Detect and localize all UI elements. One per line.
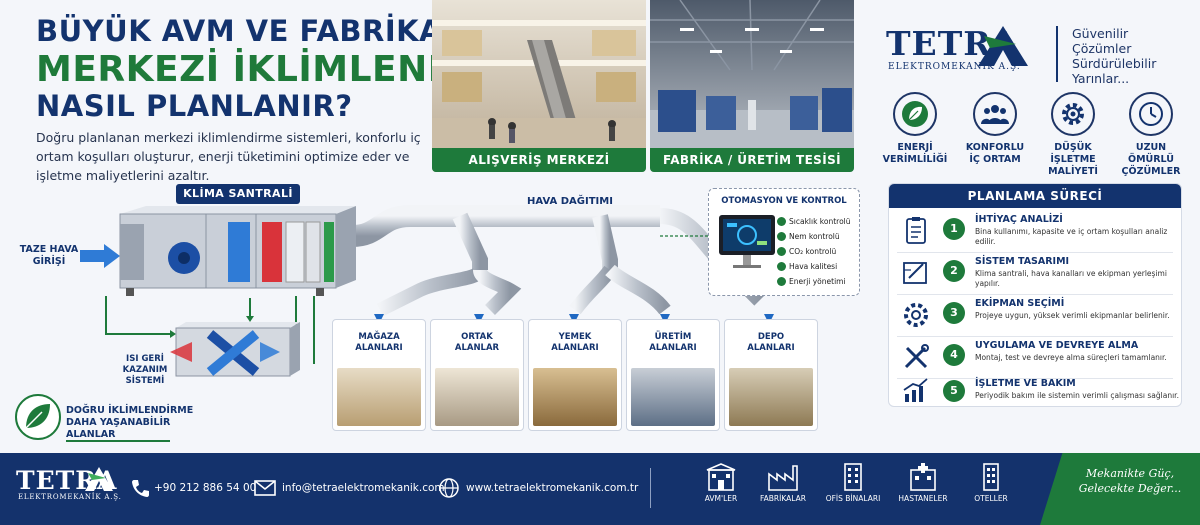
automation-item: CO₂ kontrolü — [777, 247, 836, 256]
check-icon — [777, 217, 786, 226]
process-step-1: 1 İHTİYAÇ ANALİZİ Bina kullanımı, kapasi… — [897, 212, 1177, 250]
planning-process-panel: PLANLAMA SÜRECİ 1 İHTİYAÇ ANALİZİ Bina k… — [888, 183, 1182, 407]
check-icon — [777, 232, 786, 241]
automation-title: OTOMASYON VE KONTROL — [721, 196, 847, 206]
design-icon — [903, 262, 927, 284]
ahu-label: KLİMA SANTRALİ — [176, 184, 300, 204]
sector-hotels: OTELLER — [956, 462, 1026, 503]
mall-building-icon — [706, 463, 736, 491]
factory-illustration — [650, 0, 854, 172]
footer-brand-subtitle: ELEKTROMEKANİK A.Ş. — [18, 493, 122, 501]
air-distribution-label: HAVA DAĞITIMI — [527, 196, 613, 207]
zone-image — [337, 368, 421, 426]
office-building-icon — [844, 463, 862, 491]
footer-phone-link[interactable]: +90 212 886 54 00 — [154, 482, 257, 494]
check-icon — [777, 277, 786, 286]
check-icon — [777, 247, 786, 256]
gear-icon — [904, 303, 928, 327]
automation-item: Nem kontrolü — [777, 232, 840, 241]
zone-image — [631, 368, 715, 426]
air-handling-unit — [119, 206, 356, 296]
step-divider — [897, 378, 1173, 379]
factory-caption: FABRİKA / ÜRETİM TESİSİ — [650, 148, 854, 172]
factory-photo: FABRİKA / ÜRETİM TESİSİ — [650, 0, 854, 172]
zone-image — [533, 368, 617, 426]
footer-website-link[interactable]: www.tetraelektromekanik.com.tr — [466, 482, 639, 494]
email-icon — [254, 480, 276, 496]
footer-divider — [650, 468, 651, 508]
footer-logo-mark — [85, 467, 113, 491]
process-title: PLANLAMA SÜRECİ — [889, 184, 1181, 208]
process-step-3: 3 EKİPMAN SEÇİMİ Projeye uygun, yüksek v… — [897, 296, 1177, 334]
factory-icon — [768, 465, 798, 491]
brand-divider — [1056, 26, 1058, 82]
step-divider — [897, 252, 1173, 253]
thermostat-screen-icon — [719, 215, 775, 268]
hospital-icon — [910, 463, 936, 491]
tools-icon — [904, 344, 929, 369]
heat-recovery-label: ISI GERİ KAZANIM SİSTEMİ — [122, 354, 168, 386]
hotel-icon — [983, 463, 999, 491]
brand-subtitle: ELEKTROMEKANİK A.Ş. — [888, 62, 1021, 72]
footer-bar — [0, 453, 1200, 525]
phone-icon — [132, 480, 149, 497]
automation-item: Hava kalitesi — [777, 262, 837, 271]
fresh-air-label: TAZE HAVA GİRİŞİ — [19, 244, 79, 267]
sector-hospitals: HASTANELER — [888, 462, 958, 503]
automation-item: Sıcaklık kontrolü — [777, 217, 851, 226]
footer-email-link[interactable]: info@tetraelektromekanik.com — [282, 482, 445, 494]
mall-illustration — [432, 0, 646, 172]
growth-chart-icon — [903, 378, 928, 402]
sector-factories: FABRİKALAR — [748, 462, 818, 503]
zone-image — [435, 368, 519, 426]
step-divider — [897, 336, 1173, 337]
green-note-underline — [66, 440, 170, 442]
gear-icon — [1051, 92, 1095, 136]
heat-recovery-unit — [170, 322, 300, 377]
sector-malls: AVM'LER — [686, 462, 756, 503]
sector-offices: OFİS BİNALARI — [818, 462, 888, 503]
footer-slogan-band — [1040, 453, 1200, 525]
footer-slogan: Mekanikte Güç, Gelecekte Değer... — [1078, 467, 1182, 495]
process-step-2: 2 SİSTEM TASARIMI Klima santrali, hava k… — [897, 254, 1177, 292]
leaf-icon — [893, 92, 937, 136]
zone-image — [729, 368, 813, 426]
process-step-4: 4 UYGULAMA VE DEVREYE ALMA Montaj, test … — [897, 338, 1177, 376]
globe-icon — [439, 478, 459, 498]
mall-caption: ALIŞVERİŞ MERKEZİ — [432, 148, 646, 172]
fresh-air-arrow-icon — [80, 244, 120, 268]
clock-icon — [1129, 92, 1173, 136]
leaf-icon — [15, 394, 61, 440]
headline-line-3: NASIL PLANLANIR? — [36, 89, 353, 123]
mall-photo: ALIŞVERİŞ MERKEZİ — [432, 0, 646, 172]
automation-panel: OTOMASYON VE KONTROL Sıcaklık kontrolü N… — [708, 188, 860, 296]
automation-item: Enerji yönetimi — [777, 277, 846, 286]
people-icon — [973, 92, 1017, 136]
process-step-5: 5 İŞLETME VE BAKIM Periyodik bakım ile s… — [897, 368, 1179, 406]
brand-logo-mark — [978, 26, 1028, 66]
step-divider — [897, 294, 1173, 295]
green-note-text: DOĞRU İKLİMLENDİRME DAHA YAŞANABİLİR ALA… — [66, 405, 194, 440]
intro-text: Doğru planlanan merkezi iklimlendirme si… — [36, 130, 421, 183]
check-icon — [777, 262, 786, 271]
brand-tagline: Güvenilir Çözümler Sürdürülebilir Yarınl… — [1072, 26, 1157, 86]
clipboard-icon — [906, 217, 926, 244]
